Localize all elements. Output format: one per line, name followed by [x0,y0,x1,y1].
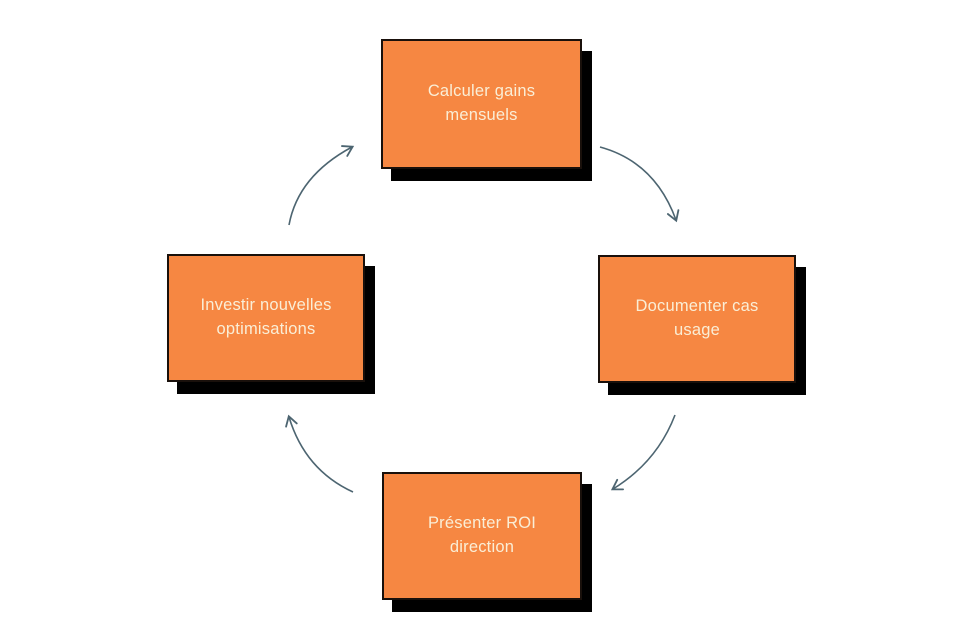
arrow-right-to-bottom [610,414,676,491]
node-label: Présenter ROI direction [427,514,537,556]
node-label: Documenter cas usage [635,297,759,339]
node-documenter-cas-usage[interactable]: Documenter cas usage [598,255,796,383]
arrow-bottom-to-left [285,414,354,493]
arrow-left-to-top [288,145,355,226]
node-investir-nouvelles-optimisations[interactable]: Investir nouvelles optimisations [167,254,365,382]
node-presenter-roi-direction[interactable]: Présenter ROI direction [382,472,582,600]
node-label: Calculer gains mensuels [427,82,536,124]
node-calculer-gains-mensuels[interactable]: Calculer gains mensuels [381,39,582,169]
node-label: Investir nouvelles optimisations [200,296,332,338]
arrow-top-to-right [599,146,680,223]
